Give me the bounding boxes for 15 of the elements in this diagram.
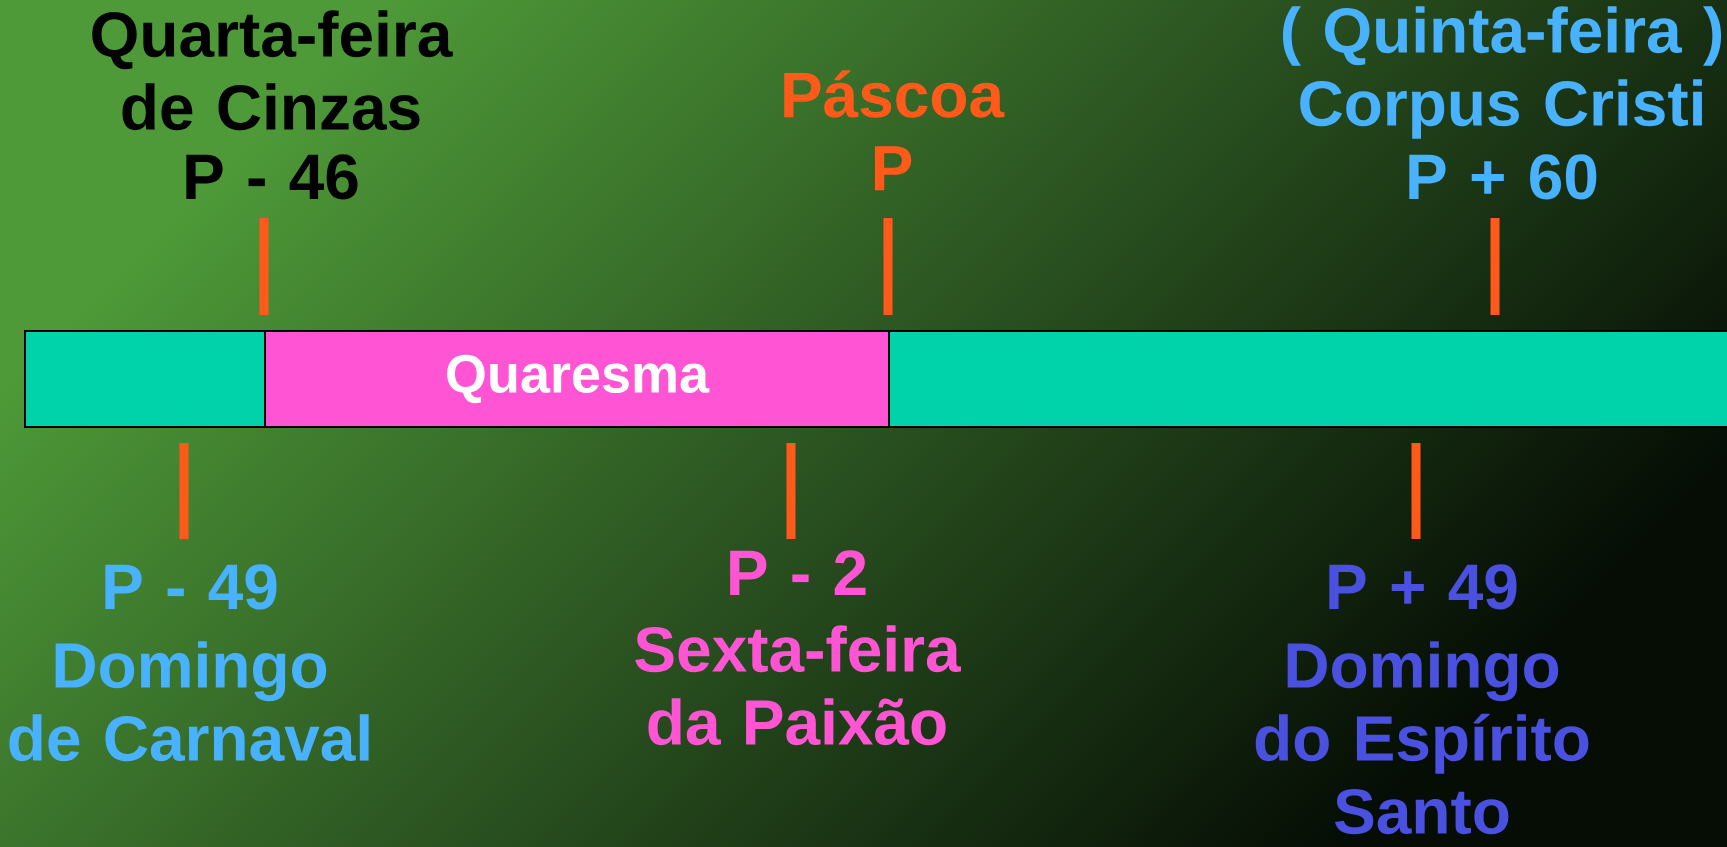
timeline-segment [888,330,1727,428]
date-label: Domingo de Carnaval [9,641,369,762]
date-label: Sexta-feira da Paixão [635,625,961,746]
date-label: P - 2 [730,550,866,595]
date-label: ( Quinta-feira ) Corpus Cristi [1282,6,1721,139]
date-label: Domingo do Espírito Santo [1255,641,1589,835]
date-label: Quarta-feira de Cinzas [92,10,453,131]
timeline-segment [24,330,266,428]
date-label: P + 60 [1409,154,1597,200]
date-label: P [874,146,912,191]
timeline-segment: Quaresma [264,330,890,428]
date-label: P - 46 [186,154,358,200]
date-label: Páscoa [784,70,1005,118]
date-label: P + 49 [1329,564,1517,610]
date-label: P - 49 [105,564,277,610]
